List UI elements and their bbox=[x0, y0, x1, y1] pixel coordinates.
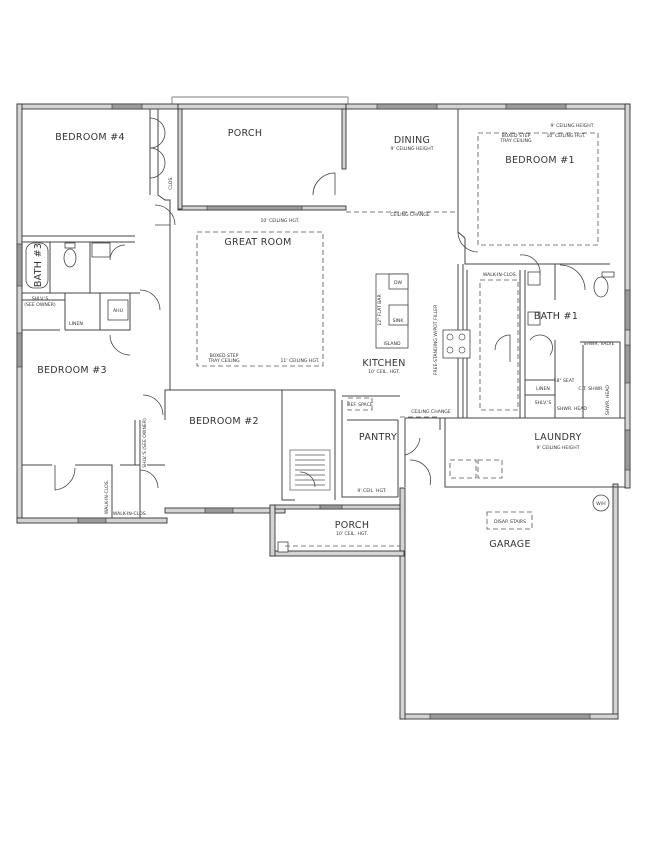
range-icon bbox=[442, 329, 471, 359]
room-labels: BEDROOM #4 PORCH DINING 9' CEILING HEIGH… bbox=[24, 123, 614, 550]
doors bbox=[54, 117, 586, 491]
label-bedroom-3: BEDROOM #3 bbox=[37, 365, 107, 376]
bathtub-icon bbox=[25, 242, 49, 289]
label-linen-hall: LINEN bbox=[69, 321, 83, 327]
label-closet: CLOS. bbox=[168, 176, 174, 190]
exterior-walls bbox=[16, 96, 631, 720]
label-water-heater: W/H bbox=[596, 501, 606, 507]
sink-icon bbox=[527, 271, 541, 286]
label-ahu: AHU bbox=[113, 308, 123, 314]
label-shower-head: SHWR. HEAD bbox=[557, 406, 587, 412]
label-dining-ceiling: 9' CEILING HEIGHT bbox=[390, 146, 433, 152]
label-bedroom-4: BEDROOM #4 bbox=[55, 132, 125, 143]
label-shelves-master: SHLV.'S bbox=[535, 400, 552, 406]
sink-icon bbox=[527, 311, 541, 326]
label-bath-3: BATH #3 bbox=[33, 243, 44, 287]
label-shelves-bed2: SHLV.'S (SEE OWNER) bbox=[142, 418, 148, 468]
label-shower-head: SHWR. HEAD bbox=[605, 385, 611, 415]
label-linen-master: LINEN bbox=[536, 386, 550, 392]
label-bedroom1-tray-height: 10' CEILING HGT. bbox=[547, 133, 586, 139]
label-shower-valve: SHWR. VALVE bbox=[584, 341, 615, 347]
label-porch-front: PORCH bbox=[335, 520, 370, 531]
label-laundry: LAUNDRY bbox=[534, 432, 581, 443]
label-great-room: GREAT ROOM bbox=[224, 237, 291, 248]
toilet-icon bbox=[63, 248, 77, 268]
label-great-room-tray-height: 11' CEILING HGT. bbox=[281, 358, 320, 364]
label-porch-front-ceiling: 10' CEIL. HGT. bbox=[336, 531, 368, 537]
label-walkin-bed3: WALK-IN-CLOS. bbox=[104, 480, 110, 514]
ahu-icon bbox=[107, 299, 129, 321]
label-great-room-ceiling: 10' CEILING HGT. bbox=[261, 218, 300, 224]
label-bath-1: BATH #1 bbox=[534, 311, 578, 322]
windows bbox=[16, 103, 631, 720]
label-island: ISLAND bbox=[383, 341, 401, 347]
label-bedroom1-ceiling: 9' CEILING HEIGHT bbox=[550, 123, 593, 129]
dryer-icon bbox=[477, 459, 503, 479]
label-dw: DW bbox=[394, 280, 403, 286]
washer-icon bbox=[449, 459, 477, 479]
label-sink: SINK bbox=[393, 318, 405, 324]
toilet-icon bbox=[593, 276, 609, 298]
label-disap-stairs: DISAP. STAIRS bbox=[494, 519, 526, 525]
water-heater-icon bbox=[592, 494, 610, 512]
label-great-room-tray: TRAY CEILING bbox=[207, 358, 240, 364]
sink-icon bbox=[388, 304, 409, 326]
label-walkin-bed2: WALK-IN-CLOS. bbox=[113, 511, 147, 517]
label-pantry: PANTRY bbox=[359, 432, 397, 443]
column bbox=[277, 541, 289, 553]
label-range: FREE-STANDING W/POT FILLER bbox=[433, 304, 439, 375]
label-great-room-tray: BOXED STEP bbox=[210, 353, 239, 359]
ceiling-lines bbox=[196, 132, 599, 547]
label-bedroom1-tray: BOXED STEP bbox=[502, 133, 531, 139]
label-seat: 18" SEAT bbox=[554, 378, 575, 384]
label-garage: GARAGE bbox=[489, 539, 531, 550]
label-kitchen: KITCHEN bbox=[362, 358, 405, 369]
label-laundry-ceiling: 9' CEILING HEIGHT bbox=[536, 445, 579, 451]
label-bedroom1-tray: TRAY CEILING bbox=[499, 138, 532, 144]
label-flat-bar: 12" FLAT BAR bbox=[377, 294, 383, 326]
label-pantry-ceiling: 9' CEIL. HGT. bbox=[357, 488, 386, 494]
label-ceiling-change: CEILING CHANGE bbox=[390, 212, 430, 218]
label-walkin-master: WALK-IN-CLOS. bbox=[483, 272, 517, 278]
label-ceiling-change-kitchen: CEILING CHANGE bbox=[411, 409, 451, 415]
label-ref-space: REF. SPACE bbox=[347, 402, 373, 408]
fixtures bbox=[25, 242, 615, 512]
label-porch-rear: PORCH bbox=[228, 128, 263, 139]
label-shelves-hall: (SEE OWNER) bbox=[24, 302, 56, 308]
label-shower: C.T. SHWR. bbox=[578, 386, 603, 392]
interior-walls bbox=[22, 109, 625, 518]
label-kitchen-ceiling: 10' CEIL. HGT. bbox=[368, 369, 400, 375]
sink-icon bbox=[91, 242, 111, 258]
label-shelves-hall: SHLV.'S bbox=[32, 296, 49, 302]
label-dining: DINING bbox=[394, 135, 430, 146]
label-bedroom-2: BEDROOM #2 bbox=[189, 416, 259, 427]
label-bedroom-1: BEDROOM #1 bbox=[505, 155, 575, 166]
